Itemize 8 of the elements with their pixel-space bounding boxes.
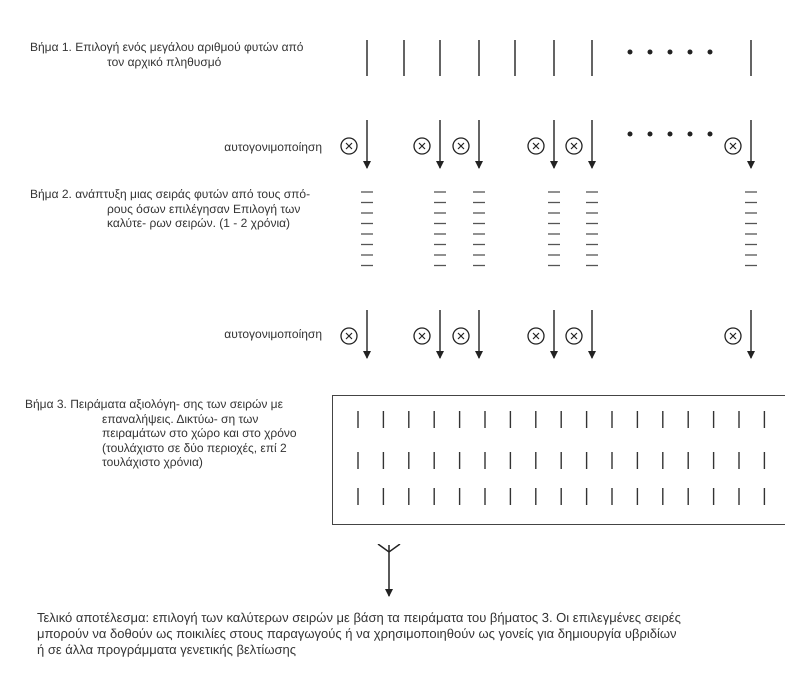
step-description: Βήμα 3. Πειράματα αξιολόγη- σης των σειρών με επαναλήψεις. Δικτύω- ση των πειραμάτων στο χώρο και στο χρόνο (τουλάχιστο σε δύο περιοχές, επί 2 τουλάχιστο χρόνια)	[25, 397, 298, 470]
trial-field-box	[332, 395, 785, 525]
process-label: αυτογονιμοποίηση	[223, 140, 322, 154]
process-label: αυτογονιμοποίηση	[223, 327, 322, 342]
arrow	[377, 543, 401, 597]
step-description: Βήμα 2. ανάπτυξη μιας σειράς φυτών από τους σπό- ρους όσων επιλέγησαν Επιλογή των καλύτε- ρων σειρών. (1 - 2 χρόνια)	[30, 187, 312, 230]
step-description: Βήμα 1. Επιλογή ενός μεγάλου αριθμού φυτών από τον αρχικό πληθυσμό	[30, 40, 304, 69]
result-text: Τελικό αποτέλεσμα: επιλογή των καλύτερων σειρών με βάση τα πειράματα του βήματος 3. Οι επιλεγμένες σειρές μπορούν να δοθούν ως ποικιλίες στους παραγωγούς ή να χρησιμοποιηθούν ως γονείς για δημιουργία υβριδίων ή σε άλλα προγράμματα γενετικής βελτίωσης	[37, 610, 681, 657]
